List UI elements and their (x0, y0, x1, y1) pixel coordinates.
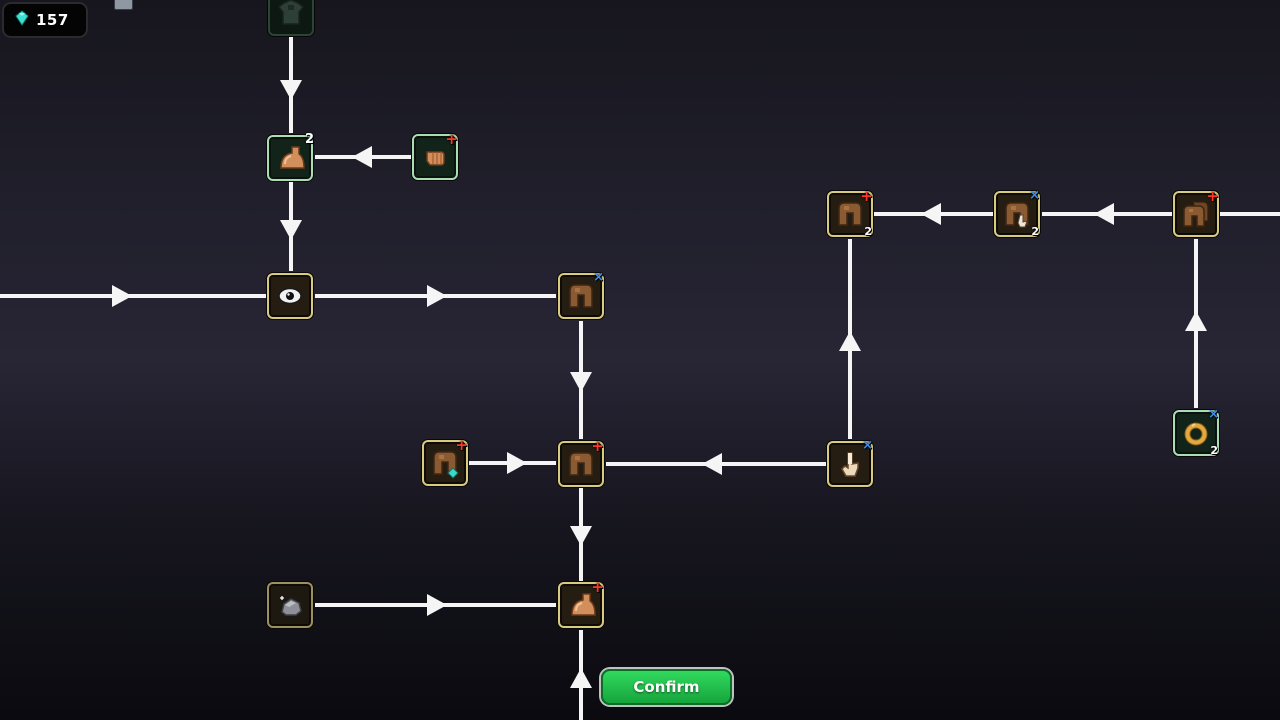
confirm-button[interactable]: Confirm (601, 669, 732, 705)
currency-counter: 157 (2, 2, 88, 38)
armor-icon (275, 0, 307, 29)
node-hair-x[interactable]: × (558, 271, 604, 319)
node-bicep-plus[interactable]: + (558, 580, 604, 628)
node-eye[interactable] (267, 273, 313, 319)
hair-icon (565, 280, 597, 312)
gem-icon (14, 10, 30, 30)
hair-hand-icon (1001, 198, 1033, 230)
hair-icon (834, 198, 866, 230)
top-edge-partial-icon (114, 0, 133, 10)
hair-gem-icon (429, 447, 461, 479)
node-hairs-plus[interactable]: + (1173, 189, 1219, 237)
hairs-icon (1180, 198, 1212, 230)
bicep-icon (274, 142, 306, 174)
count-label: 2 (304, 132, 314, 147)
node-fist-plus[interactable]: + (412, 132, 458, 180)
node-ring-x2[interactable]: ×2 (1173, 408, 1219, 457)
node-hair-plus-2[interactable]: +2 (827, 189, 873, 238)
hair-icon (565, 448, 597, 480)
node-rock[interactable] (267, 582, 313, 628)
eye-icon (274, 280, 306, 312)
node-hand-x[interactable]: × (827, 439, 873, 487)
fist-icon (419, 141, 451, 173)
rock-icon (274, 589, 306, 621)
bicep-icon (565, 589, 597, 621)
ring-icon (1180, 417, 1212, 449)
node-bicep-lv2[interactable]: 2 (267, 132, 314, 181)
currency-value: 157 (36, 11, 69, 29)
node-armor[interactable] (268, 0, 314, 36)
node-hair-gem[interactable]: + (422, 438, 468, 486)
node-hair-plus[interactable]: + (558, 439, 604, 487)
node-hair-hand-x2[interactable]: ×2 (994, 189, 1040, 238)
hand-icon (834, 448, 866, 480)
